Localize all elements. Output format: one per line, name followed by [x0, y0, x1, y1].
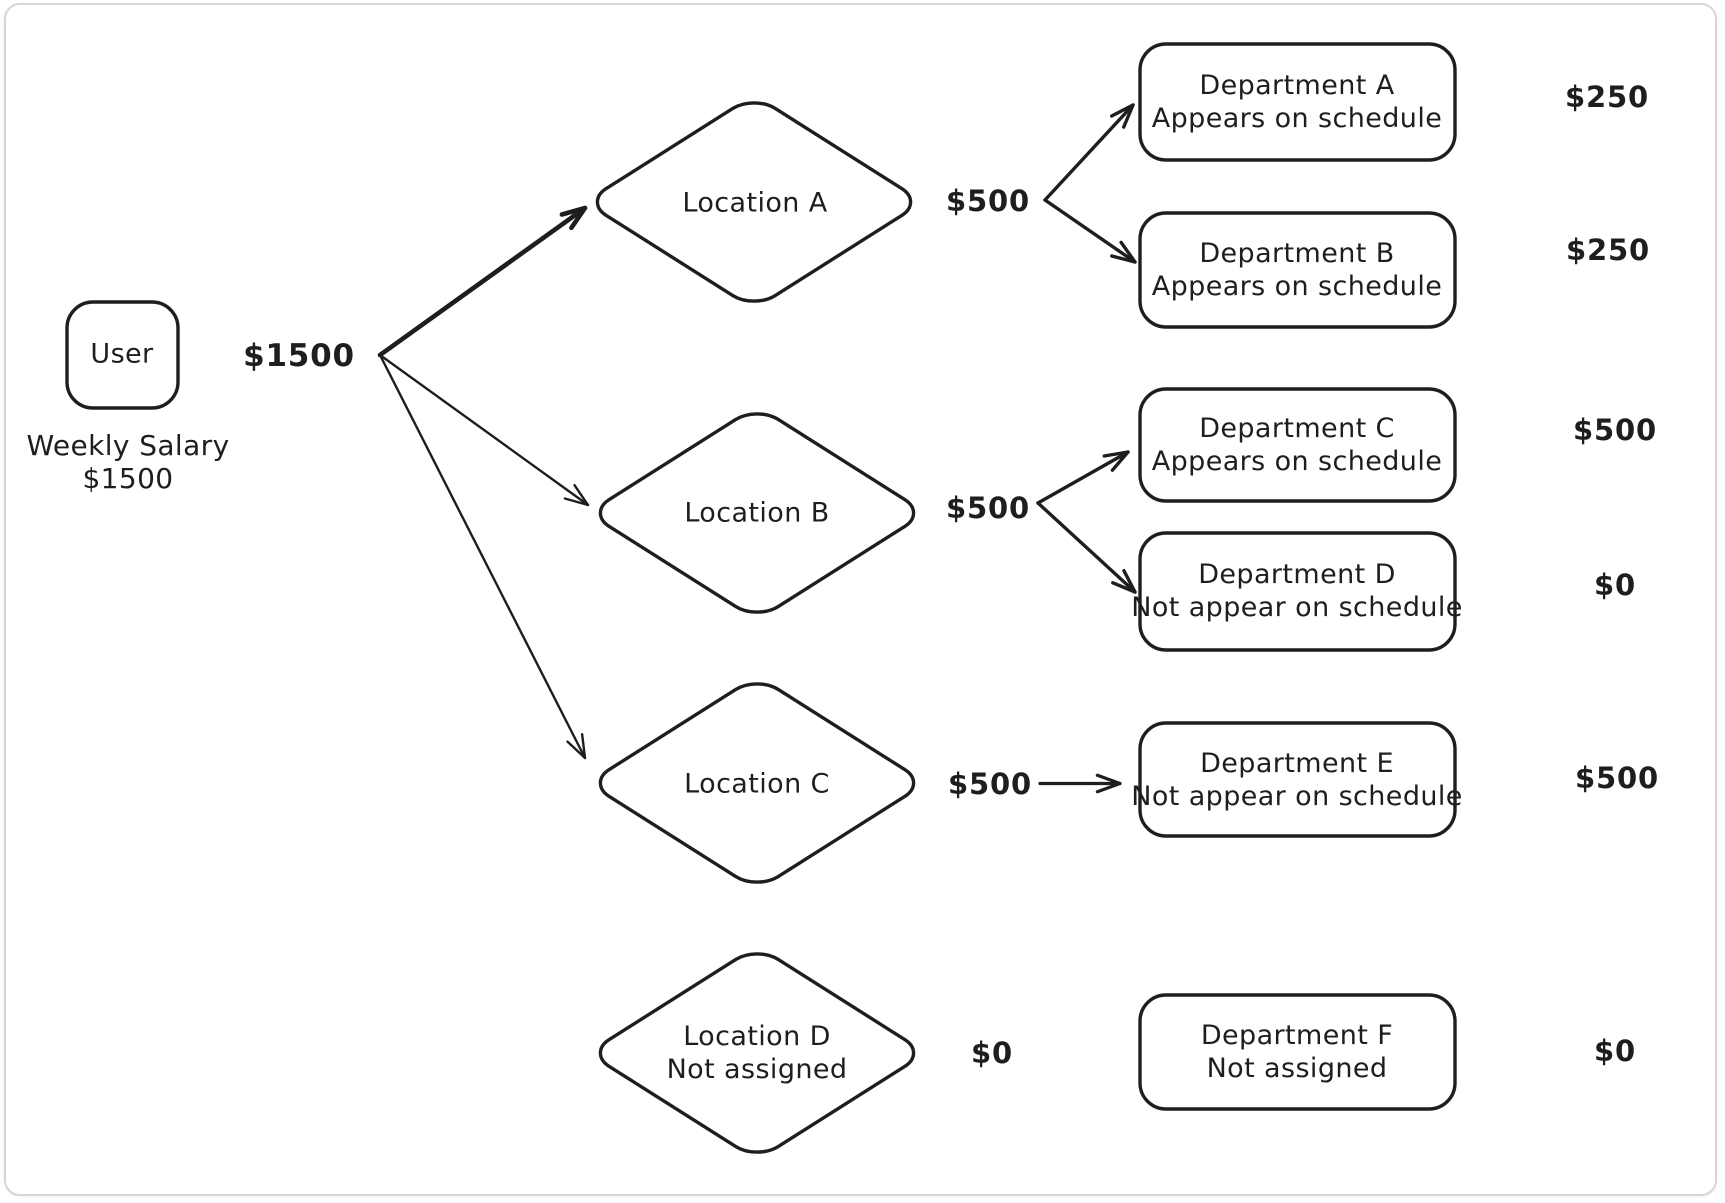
arrow-location-b-to-department-c	[1036, 450, 1130, 505]
department-b-amount: $250	[1566, 233, 1650, 267]
location-a-amount: $500	[946, 184, 1030, 218]
arrow-location-a-to-department-b	[1043, 198, 1137, 264]
user-caption: Weekly Salary $1500	[26, 429, 229, 495]
location-a-diamond	[585, 95, 923, 309]
department-a-amount: $250	[1565, 80, 1649, 114]
salary-amount-label: $1500	[243, 338, 355, 374]
department-f-amount: $0	[1594, 1034, 1636, 1068]
department-d-label: Department D Not appear on schedule	[1131, 559, 1463, 623]
location-c-amount: $500	[948, 767, 1032, 801]
user-node-label: User	[90, 338, 154, 370]
department-c-amount: $500	[1573, 413, 1657, 447]
location-b-label: Location B	[684, 497, 830, 529]
location-d-diamond	[588, 946, 926, 1160]
user-node-shape	[65, 300, 180, 410]
department-a-box	[1138, 42, 1457, 162]
department-b-box	[1138, 211, 1457, 329]
arrow-location-c-to-department-e	[1038, 773, 1122, 794]
department-e-box	[1138, 721, 1457, 838]
location-d-label: Location D Not assigned	[666, 1021, 848, 1085]
department-d-amount: $0	[1594, 568, 1636, 602]
department-d-box	[1138, 531, 1457, 652]
department-b-label: Department B Appears on schedule	[1151, 238, 1443, 302]
location-c-diamond	[588, 676, 926, 890]
location-b-amount: $500	[946, 491, 1030, 525]
canvas-frame	[4, 3, 1717, 1196]
arrow-salary-to-location-a	[377, 205, 588, 358]
arrow-location-b-to-department-d	[1036, 501, 1137, 594]
department-a-label: Department A Appears on schedule	[1151, 70, 1443, 134]
department-c-label: Department C Appears on schedule	[1151, 413, 1443, 477]
user-caption-line2: $1500	[82, 462, 174, 495]
department-f-box	[1138, 993, 1457, 1111]
location-d-amount: $0	[971, 1036, 1013, 1070]
user-caption-line1: Weekly Salary	[26, 429, 230, 462]
location-c-label: Location C	[684, 768, 830, 800]
location-b-diamond	[588, 406, 926, 620]
department-f-label: Department F Not assigned	[1200, 1020, 1394, 1084]
department-e-label: Department E Not appear on schedule	[1131, 748, 1463, 812]
arrow-location-a-to-department-a	[1043, 103, 1135, 202]
department-e-amount: $500	[1575, 761, 1659, 795]
location-a-label: Location A	[682, 187, 828, 219]
arrow-salary-to-location-b	[378, 353, 590, 507]
department-c-box	[1138, 387, 1457, 503]
arrow-salary-to-location-c	[378, 353, 587, 760]
